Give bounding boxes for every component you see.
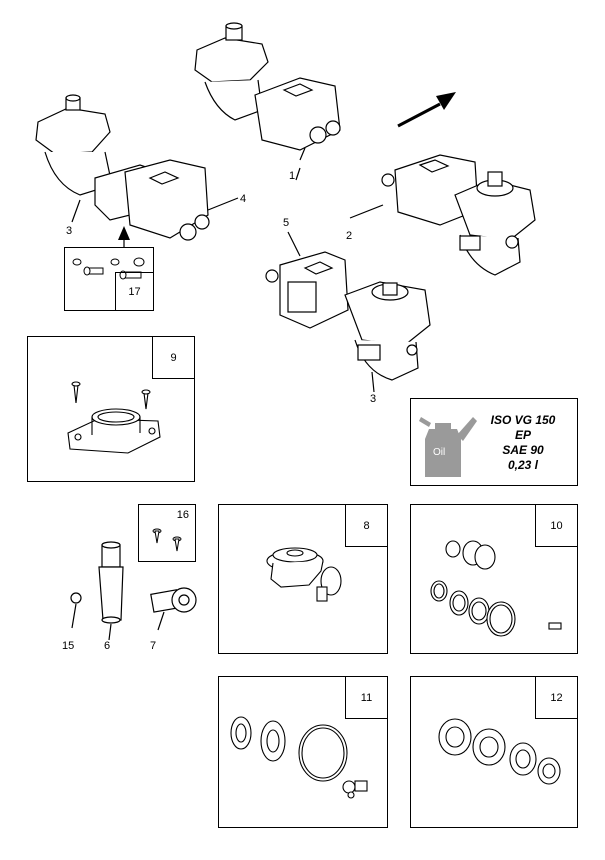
callout-2: 2: [346, 230, 353, 242]
oil-spec-line-2: SAE 90: [502, 443, 544, 457]
gearbox-assembly-top: [194, 22, 341, 161]
callout-3-center: 3: [370, 393, 377, 405]
callout-4: 4: [240, 193, 247, 205]
bearings-icon: [438, 718, 561, 785]
panel-11: 11: [218, 676, 388, 828]
panel-12-number: 12: [535, 677, 577, 719]
panel-11-number: 11: [345, 677, 387, 719]
callout-1: 1: [289, 170, 296, 182]
callout-5: 5: [283, 217, 290, 229]
bevel-gear-set-icon: [266, 547, 342, 602]
oil-can-icon: [419, 417, 477, 477]
loose-parts: [70, 541, 197, 641]
screws-icon: [152, 528, 182, 552]
gearbox-assembly-center: [265, 231, 431, 393]
oil-can-label: Oil: [433, 447, 446, 458]
panel-12: 12: [410, 676, 578, 828]
gearbox-assembly-left: [35, 94, 239, 241]
gearbox-assembly-right: [349, 154, 536, 276]
oil-spec-line-3: 0,23 l: [507, 458, 539, 472]
seal-rings-icon: [430, 540, 562, 637]
callout-7: 7: [150, 640, 157, 652]
callout-3-left: 3: [66, 225, 73, 237]
panel-8: 8: [218, 504, 388, 654]
panel-17: 17: [64, 247, 154, 311]
oil-spec-text: ISO VG 150 EP SAE 90 0,23 l: [483, 413, 563, 473]
oil-spec-line-1: ISO VG 150 EP: [490, 413, 556, 442]
bearing-housing-icon: [67, 381, 161, 454]
callout-15: 15: [62, 640, 75, 652]
panel-16-number: 16: [176, 509, 189, 521]
seals-oring-icon: [230, 716, 368, 799]
panel-9: 9: [27, 336, 195, 482]
panel-10: 10: [410, 504, 578, 654]
panel-16: 16: [138, 504, 196, 562]
oil-spec-panel: Oil ISO VG 150 EP SAE 90 0,23 l: [410, 398, 578, 486]
panel-17-number: 17: [115, 272, 153, 310]
screws-icon: [72, 257, 145, 280]
panel-9-number: 9: [152, 337, 194, 379]
panel-8-number: 8: [345, 505, 387, 547]
panel-10-number: 10: [535, 505, 577, 547]
callout-6: 6: [104, 640, 111, 652]
